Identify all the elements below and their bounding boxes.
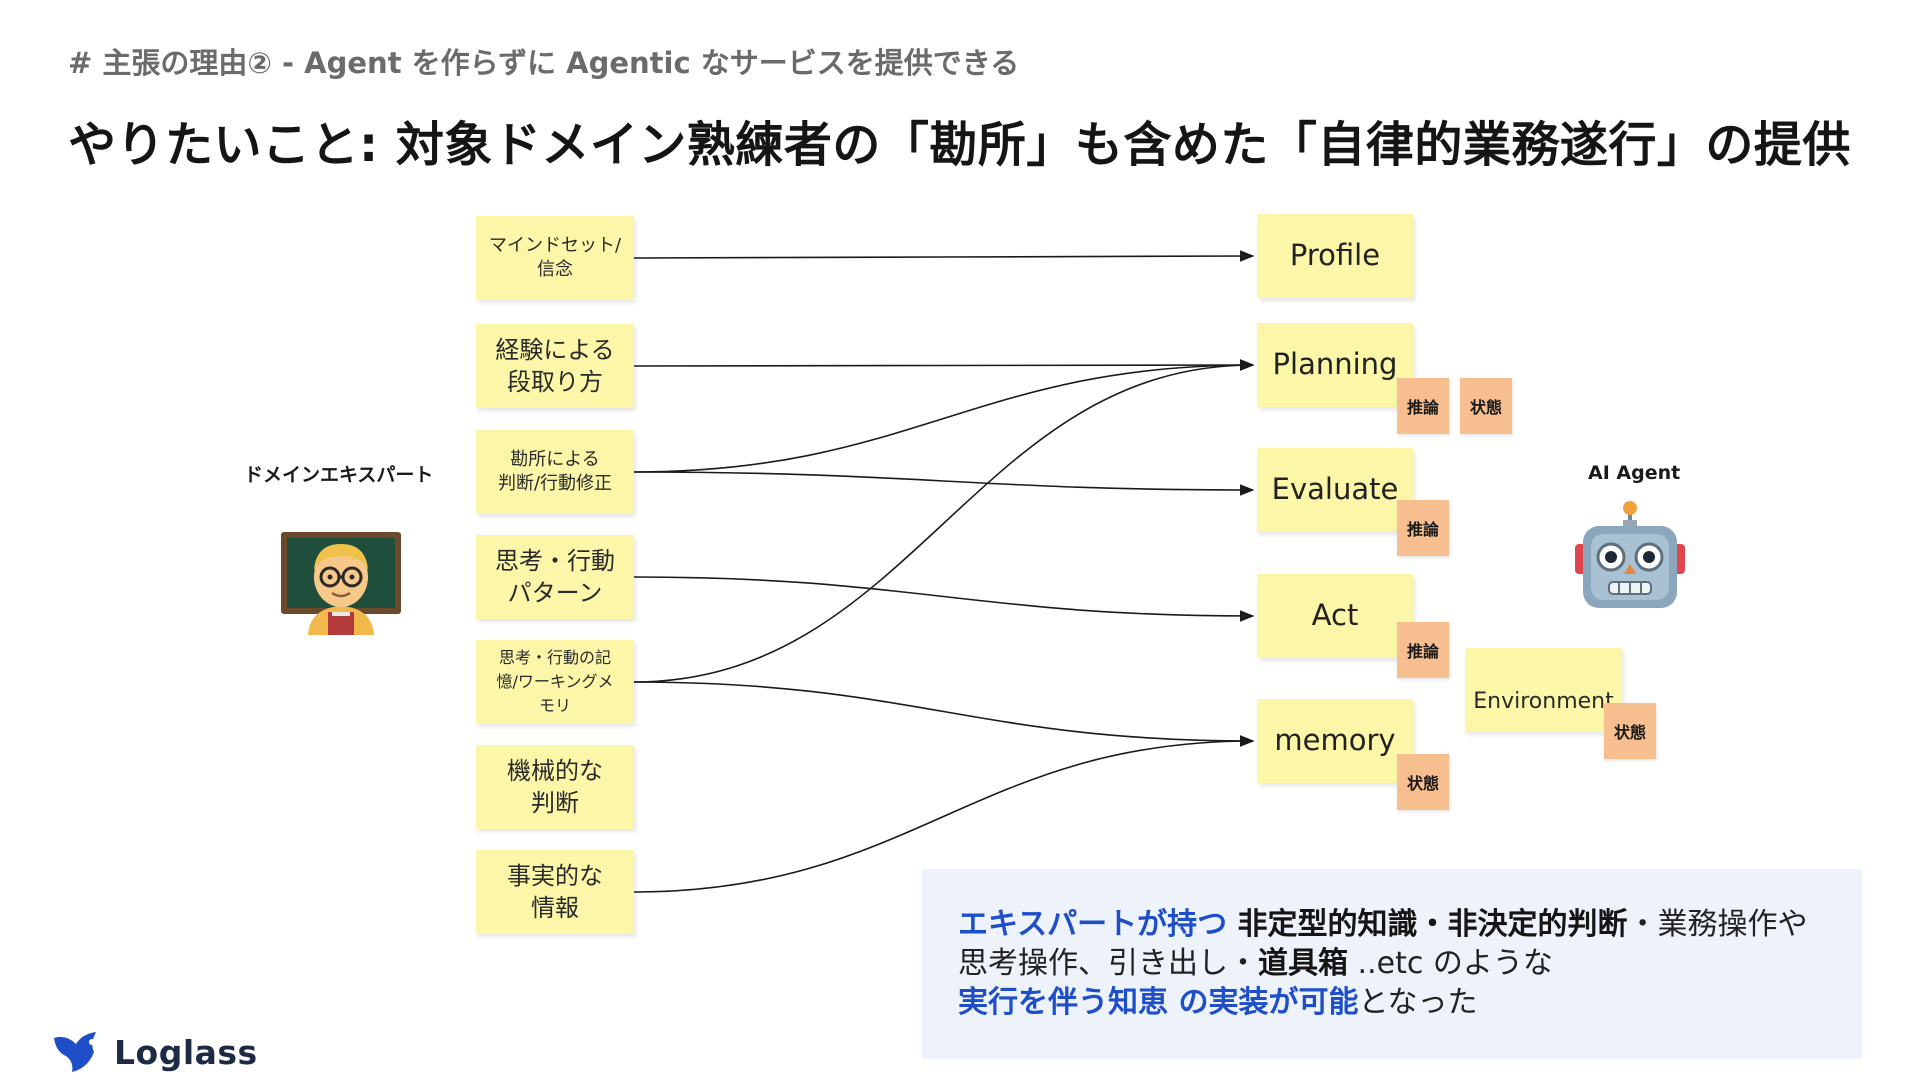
callout-knowledge: 非定型的知識・非決定的判断 xyxy=(1227,907,1628,942)
note-act: Act xyxy=(1257,574,1413,658)
note-environment: Environment xyxy=(1465,648,1622,732)
note-judgment: 勘所による判断/行動修正 xyxy=(476,430,634,514)
conclusion-callout: エキスパートが持つ 非定型的知識・非決定的判断・業務操作や思考操作、引き出し・道… xyxy=(922,869,1862,1059)
slide-subtitle: # 主張の理由② - Agent を作らずに Agentic なサービスを提供で… xyxy=(68,46,1020,80)
connector-pattern-to-act xyxy=(633,576,1255,622)
logo-text: Loglass xyxy=(114,1032,258,1072)
connector-procedure-to-planning xyxy=(633,359,1255,371)
note-memory: memory xyxy=(1257,699,1413,783)
note-planning: Planning xyxy=(1257,323,1413,407)
note-mindset: マインドセット/信念 xyxy=(476,216,634,300)
callout-expert-has: エキスパートが持つ xyxy=(958,907,1228,942)
slide-title: やりたいこと: 対象ドメイン熟練者の「勘所」も含めた「自律的業務遂行」の提供 xyxy=(68,117,1851,173)
callout-operations: ・業務操作や思考操作、引き出し・ xyxy=(958,907,1808,981)
note-pattern: 思考・行動パターン xyxy=(476,535,634,619)
tag-act-reasoning: 推論 xyxy=(1397,622,1449,678)
connector-recall-to-planning xyxy=(633,359,1255,683)
robot-icon xyxy=(1575,501,1685,608)
tag-evaluate-reasoning: 推論 xyxy=(1397,500,1449,556)
note-procedure: 経験による段取り方 xyxy=(476,324,634,408)
callout-etc: ..etc のような xyxy=(1348,946,1553,981)
callout-implementable: 実行を伴う知恵 の実装が可能 xyxy=(958,985,1359,1020)
connector-judgment-to-evaluate xyxy=(633,471,1255,496)
callout-became: となった xyxy=(1358,985,1478,1020)
tag-memory-state: 状態 xyxy=(1397,754,1449,810)
note-evaluate: Evaluate xyxy=(1257,448,1413,532)
ai-agent-label: AI Agent xyxy=(1588,462,1681,484)
connector-mindset-to-profile xyxy=(633,250,1255,262)
note-facts: 事実的な情報 xyxy=(476,850,634,934)
bird-logo-icon xyxy=(54,1032,96,1072)
tag-environment-state: 状態 xyxy=(1604,703,1656,759)
teacher-icon xyxy=(281,532,401,635)
connector-judgment-to-planning xyxy=(633,359,1255,473)
note-profile: Profile xyxy=(1257,214,1413,298)
loglass-logo: Loglass xyxy=(52,1030,258,1074)
domain-expert-label: ドメインエキスパート xyxy=(244,464,434,486)
callout-toolbox: 道具箱 xyxy=(1258,946,1348,981)
connector-recall-to-memory xyxy=(633,681,1255,747)
note-recall: 思考・行動の記憶/ワーキングメモリ xyxy=(476,640,634,724)
tag-planning-state: 状態 xyxy=(1460,378,1512,434)
tag-planning-reasoning: 推論 xyxy=(1397,378,1449,434)
note-mechanical: 機械的な判断 xyxy=(476,745,634,829)
